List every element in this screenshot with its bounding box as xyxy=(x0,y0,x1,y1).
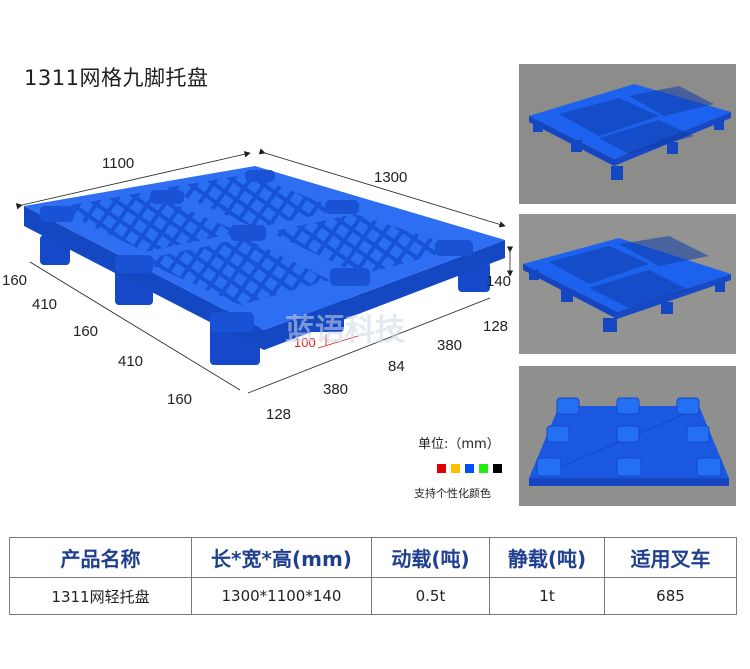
swatch-green xyxy=(479,464,488,473)
pallet-photo-3 xyxy=(519,366,736,506)
pallet-photo-2 xyxy=(519,214,736,354)
spec-table: 产品名称 长*宽*高(mm) 动载(吨) 静载(吨) 适用叉车 1311网轻托盘… xyxy=(9,537,737,615)
dim-left-410-a: 410 xyxy=(32,296,57,313)
dim-height-140: 140 xyxy=(486,273,511,290)
unit-label: 单位:（mm） xyxy=(418,437,500,452)
page-title: 1311网格九脚托盘 xyxy=(24,66,209,90)
swatch-red xyxy=(437,464,446,473)
header-static-load: 静载(吨) xyxy=(489,537,605,578)
swatch-black xyxy=(493,464,502,473)
dim-right-84: 84 xyxy=(388,358,405,375)
pallet-photo-1 xyxy=(519,64,736,204)
watermark: 蓝语科技 xyxy=(285,313,405,348)
dim-width-1100: 1100 xyxy=(102,155,134,172)
cell-product-name: 1311网轻托盘 xyxy=(9,577,192,615)
swatch-yellow xyxy=(451,464,460,473)
dim-right-128-a: 128 xyxy=(483,318,508,335)
pallet-dimension-drawing: 1100 1300 140 160 410 160 410 160 128 38… xyxy=(2,148,514,423)
swatch-blue xyxy=(465,464,474,473)
header-forklift: 适用叉车 xyxy=(604,537,737,578)
cell-dimensions: 1300*1100*140 xyxy=(191,577,372,615)
table-row: 1311网轻托盘 1300*1100*140 0.5t 1t 685 xyxy=(9,577,737,615)
dim-right-380-a: 380 xyxy=(437,337,462,354)
header-dynamic-load: 动载(吨) xyxy=(371,537,490,578)
color-swatches xyxy=(437,464,502,473)
dim-left-160-c: 160 xyxy=(167,391,192,408)
dim-left-410-b: 410 xyxy=(118,353,143,370)
dim-left-160-a: 160 xyxy=(2,272,27,289)
cell-forklift: 685 xyxy=(604,577,737,615)
header-product-name: 产品名称 xyxy=(9,537,192,578)
cell-dynamic-load: 0.5t xyxy=(371,577,490,615)
dim-left-160-b: 160 xyxy=(73,323,98,340)
table-header-row: 产品名称 长*宽*高(mm) 动载(吨) 静载(吨) 适用叉车 xyxy=(9,537,737,578)
dim-right-128-b: 128 xyxy=(266,406,291,423)
dim-right-380-b: 380 xyxy=(323,381,348,398)
custom-color-label: 支持个性化颜色 xyxy=(414,487,491,500)
clearance-mark xyxy=(317,334,359,349)
dim-clearance-100: 100 xyxy=(294,335,316,350)
cell-static-load: 1t xyxy=(489,577,605,615)
header-dimensions: 长*宽*高(mm) xyxy=(191,537,372,578)
dim-length-1300: 1300 xyxy=(374,169,407,186)
